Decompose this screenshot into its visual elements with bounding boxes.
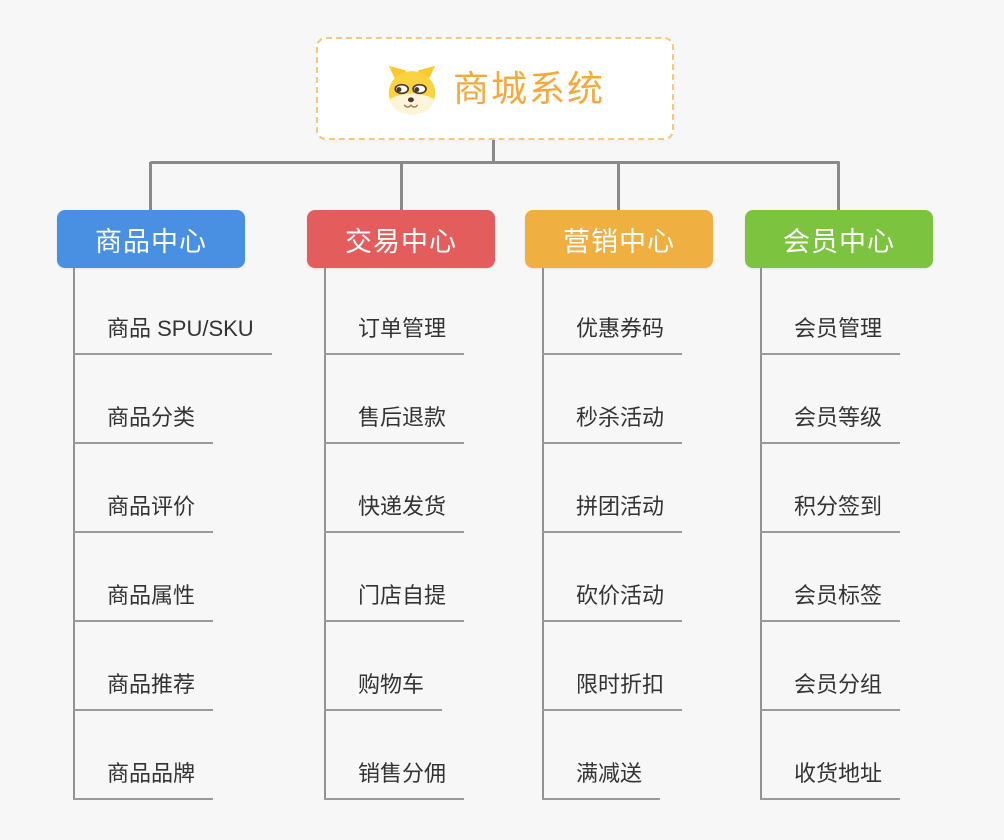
connector-horizontal-bar — [150, 161, 840, 164]
branch-spine-3 — [542, 268, 544, 800]
child-node[interactable]: 收货地址 — [760, 756, 901, 800]
child-node[interactable]: 商品评价 — [73, 489, 214, 533]
branch-node-trade-center[interactable]: 交易中心 — [307, 210, 495, 268]
connector-root-stub — [492, 140, 495, 164]
child-node[interactable]: 会员等级 — [760, 400, 901, 444]
child-node[interactable]: 商品 SPU/SKU — [73, 311, 272, 355]
root-node[interactable]: 商城系统 — [316, 37, 674, 140]
child-node[interactable]: 商品推荐 — [73, 667, 214, 711]
branch-node-marketing-center[interactable]: 营销中心 — [525, 210, 713, 268]
child-node[interactable]: 订单管理 — [324, 311, 465, 355]
branch-spine-1 — [73, 268, 75, 800]
dog-face-icon — [385, 62, 439, 116]
child-node[interactable]: 商品分类 — [73, 400, 214, 444]
child-node[interactable]: 满减送 — [542, 756, 661, 800]
connector-drop-3 — [617, 162, 620, 210]
child-node[interactable]: 会员分组 — [760, 667, 901, 711]
child-node[interactable]: 积分签到 — [760, 489, 901, 533]
child-node[interactable]: 商品属性 — [73, 578, 214, 622]
child-node[interactable]: 购物车 — [324, 667, 443, 711]
connector-drop-2 — [400, 162, 403, 210]
child-node[interactable]: 商品品牌 — [73, 756, 214, 800]
child-node[interactable]: 会员管理 — [760, 311, 901, 355]
child-node[interactable]: 优惠券码 — [542, 311, 683, 355]
branch-node-member-center[interactable]: 会员中心 — [745, 210, 933, 268]
connector-drop-4 — [837, 162, 840, 210]
branch-spine-2 — [324, 268, 326, 800]
child-node[interactable]: 秒杀活动 — [542, 400, 683, 444]
branch-spine-4 — [760, 268, 762, 800]
child-node[interactable]: 拼团活动 — [542, 489, 683, 533]
child-node[interactable]: 销售分佣 — [324, 756, 465, 800]
child-node[interactable]: 门店自提 — [324, 578, 465, 622]
child-node[interactable]: 售后退款 — [324, 400, 465, 444]
child-node[interactable]: 砍价活动 — [542, 578, 683, 622]
connector-drop-1 — [149, 162, 152, 210]
child-node[interactable]: 会员标签 — [760, 578, 901, 622]
child-node[interactable]: 快递发货 — [324, 489, 465, 533]
root-title: 商城系统 — [452, 67, 605, 109]
branch-node-product-center[interactable]: 商品中心 — [57, 210, 245, 268]
child-node[interactable]: 限时折扣 — [542, 667, 683, 711]
